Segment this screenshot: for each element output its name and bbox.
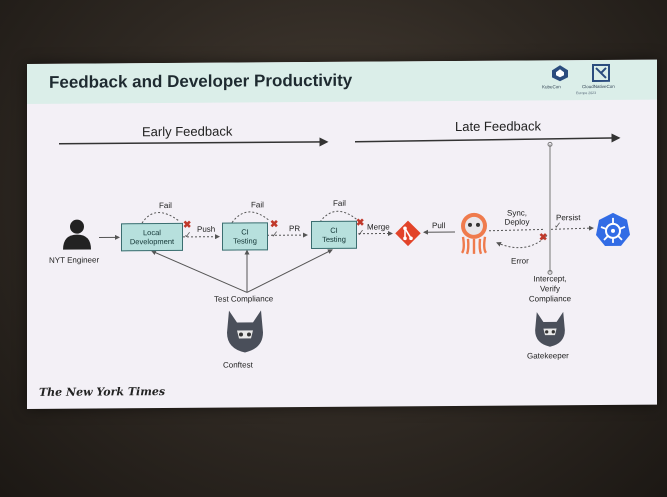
opa-gatekeeper-icon <box>535 311 565 347</box>
git-icon <box>395 220 421 247</box>
late-feedback-label: Late Feedback <box>455 118 542 135</box>
opa-icon <box>227 310 263 353</box>
presentation-slide: Feedback and Developer Productivity Kube… <box>27 59 657 410</box>
engineer-label: NYT Engineer <box>49 255 100 265</box>
diagram-connectors <box>59 133 621 293</box>
ci2-line1: CI <box>330 225 338 235</box>
persist-label: Persist <box>556 213 581 223</box>
pass-check-2: ✓ <box>271 229 279 240</box>
kubernetes-icon <box>596 212 630 246</box>
error-label: Error <box>511 256 529 266</box>
title-banner: Feedback and Developer Productivity Kube… <box>27 59 657 104</box>
fail-label-1: Fail <box>159 200 172 211</box>
pull-label: Pull <box>432 221 446 231</box>
ci2-line2: Testing <box>322 234 346 244</box>
early-feedback-label: Early Feedback <box>142 123 233 140</box>
conference-logos: KubeCon CloudNativeCon Europe 2023 <box>542 63 637 97</box>
conftest-label: Conftest <box>223 360 253 370</box>
kubecon-logo-icon <box>552 65 568 82</box>
intercept-line1: Intercept, <box>533 274 567 284</box>
push-label: Push <box>197 224 216 234</box>
pass-check-1: ✓ <box>184 229 192 240</box>
intercept-line3: Compliance <box>528 294 572 304</box>
ci1-line2: Testing <box>233 236 257 246</box>
sync-line1: Sync, <box>506 208 527 218</box>
error-mark: ✖ <box>539 232 548 244</box>
fail-label-2: Fail <box>251 200 264 210</box>
test-compliance-label: Test Compliance <box>214 294 274 304</box>
nyt-logo: The New York Times <box>39 385 166 399</box>
ci1-line1: CI <box>241 227 249 237</box>
person-icon <box>63 219 91 250</box>
intercept-line2: Verify <box>539 284 560 294</box>
argo-icon <box>460 212 488 255</box>
local-dev-line2: Development <box>129 236 175 247</box>
fail-label-3: Fail <box>333 198 346 208</box>
sync-line2: Deploy <box>504 217 530 227</box>
merge-label: Merge <box>367 222 390 232</box>
pr-label: PR <box>289 224 301 234</box>
pass-check-3: ✓ <box>357 227 365 238</box>
local-dev-line1: Local <box>143 228 161 238</box>
intercept-label: Intercept, Verify Compliance <box>521 274 579 304</box>
sync-deploy-label: Sync,Deploy <box>497 208 537 227</box>
cloudnativecon-logo-icon <box>592 63 610 83</box>
gatekeeper-label: Gatekeeper <box>527 351 569 361</box>
